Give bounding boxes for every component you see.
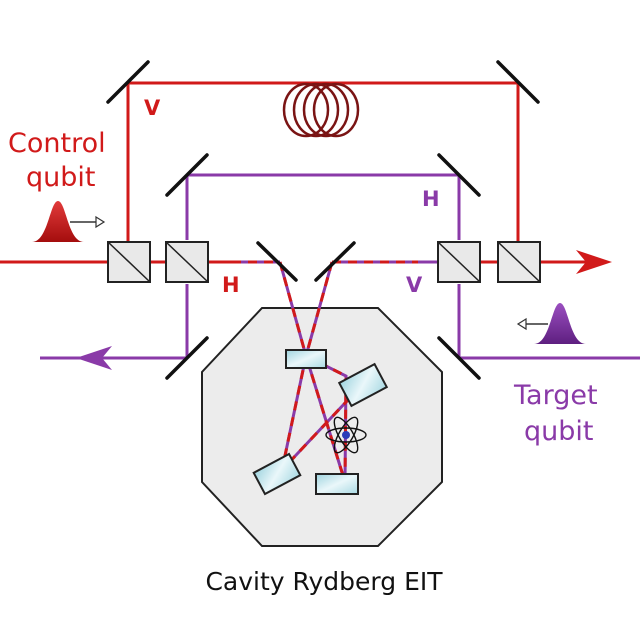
cavity-mirrors <box>252 349 389 496</box>
polarization-label-h-mid: H <box>222 273 240 297</box>
mirrors <box>106 60 540 380</box>
control-qubit-label-line1: Control <box>8 128 106 159</box>
control-photon-icon <box>32 201 106 242</box>
mirror-upper-right <box>437 153 481 197</box>
cavity-mirror-left <box>252 452 302 496</box>
mirror-center-left <box>256 241 298 282</box>
cavity-mirror-right <box>337 362 389 408</box>
beam-splitters <box>107 241 541 283</box>
cavity-mirror-bottom <box>315 473 359 495</box>
target-qubit-label-line1: Target <box>513 380 598 411</box>
control-qubit-label-line2: qubit <box>26 162 95 193</box>
pbs-2 <box>165 241 209 283</box>
mirror-lower-left <box>165 336 209 380</box>
mirror-top-right <box>496 60 540 104</box>
fiber-coil-icon <box>282 82 360 138</box>
target-qubit-label-line2: qubit <box>524 416 593 447</box>
control-output-arrow <box>576 250 612 274</box>
polarization-label-v-mid: V <box>406 273 423 297</box>
pbs-1 <box>107 241 151 283</box>
mirror-top-left <box>106 60 150 104</box>
target-output-arrow <box>76 346 112 370</box>
pbs-4 <box>497 241 541 283</box>
pbs-3 <box>437 241 481 283</box>
atom-icon <box>325 416 367 454</box>
mirror-center-right <box>314 241 356 282</box>
target-beam-path <box>40 173 640 360</box>
mirror-lower-right <box>437 336 481 380</box>
control-beam-path <box>0 81 600 264</box>
diagram-caption: Cavity Rydberg EIT <box>205 567 443 596</box>
polarization-label-h-right: H <box>422 187 440 211</box>
mirror-upper-left <box>165 153 209 197</box>
cavity-mirror-top <box>285 349 327 369</box>
target-photon-icon <box>516 303 586 344</box>
polarization-label-v-top: V <box>144 96 161 120</box>
